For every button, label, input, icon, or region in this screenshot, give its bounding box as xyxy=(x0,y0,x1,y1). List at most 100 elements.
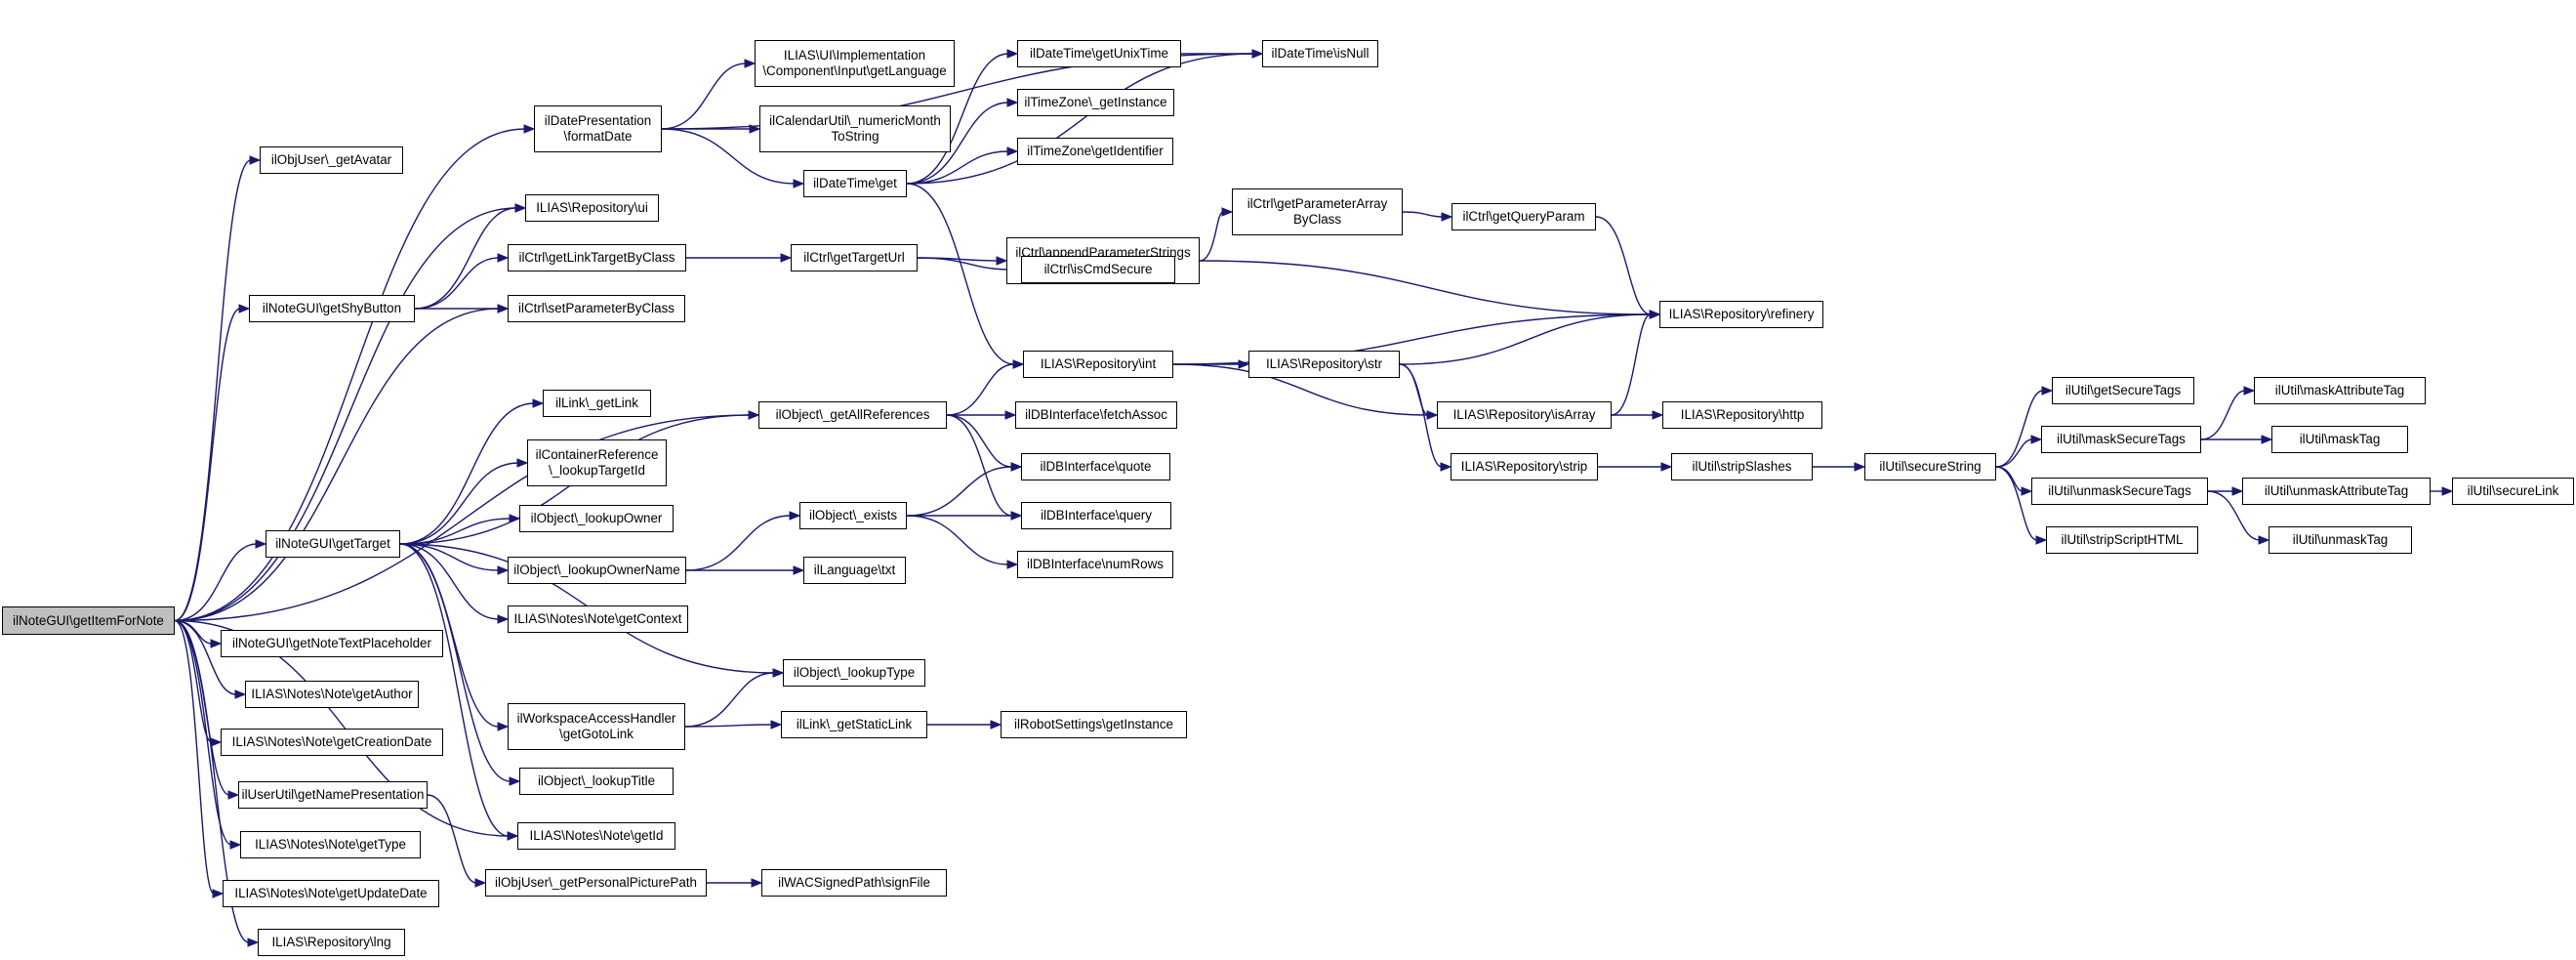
node-format-date[interactable]: ilDatePresentation \formatDate xyxy=(534,105,662,152)
node-get-all-refs[interactable]: ilObject\_getAllReferences xyxy=(758,401,947,429)
node-mask-secure-tags[interactable]: ilUtil\maskSecureTags xyxy=(2041,426,2201,453)
node-obj-exists[interactable]: ilObject\_exists xyxy=(799,502,907,529)
node-get-update-date[interactable]: ILIAS\Notes\Note\getUpdateDate xyxy=(223,880,439,907)
node-is-null[interactable]: ilDateTime\isNull xyxy=(1262,40,1378,67)
node-repo-ui[interactable]: ILIAS\Repository\ui xyxy=(525,194,659,222)
node-repo-strip[interactable]: ILIAS\Repository\strip xyxy=(1451,453,1598,480)
node-get-shy-button[interactable]: ilNoteGUI\getShyButton xyxy=(249,295,415,322)
edge-appendParams-to-refinery xyxy=(1199,260,1652,315)
node-lng-txt[interactable]: ilLanguage\txt xyxy=(803,557,906,584)
arrowhead xyxy=(247,938,260,947)
node-http[interactable]: ILIAS\Repository\http xyxy=(1662,401,1822,429)
node-query[interactable]: ilDBInterface\query xyxy=(1021,502,1171,529)
node-mask-attribute-tag[interactable]: ilUtil\maskAttributeTag xyxy=(2254,377,2426,404)
node-lookup-title[interactable]: ilObject\_lookupTitle xyxy=(519,768,674,795)
node-get-type[interactable]: ILIAS\Notes\Note\getType xyxy=(240,831,421,858)
edge-lookupOwnerName-to-objExists xyxy=(685,515,792,571)
node-get-language[interactable]: ILIAS\UI\Implementation \Component\Input… xyxy=(755,40,955,87)
arrowhead xyxy=(227,790,240,800)
arrowhead xyxy=(1006,49,1019,59)
node-get-placeholder[interactable]: ilNoteGUI\getNoteTextPlaceholder xyxy=(221,630,443,657)
edge-getTargetUrl-to-isCmdSecure xyxy=(917,257,1013,271)
arrowhead xyxy=(1006,560,1019,569)
node-root[interactable]: ilNoteGUI\getItemForNote xyxy=(2,606,175,635)
arrowhead xyxy=(255,539,267,549)
node-lookup-owner-name[interactable]: ilObject\_lookupOwnerName xyxy=(508,557,686,584)
arrowhead xyxy=(2041,386,2054,396)
node-get-unix-time[interactable]: ilDateTime\getUnixTime xyxy=(1017,40,1181,67)
edge-root-to-getAuthor xyxy=(174,619,237,695)
node-lng[interactable]: ILIAS\Repository\lng xyxy=(258,929,405,956)
node-strip-slashes[interactable]: ilUtil\stripSlashes xyxy=(1671,453,1813,480)
node-strip-script-html[interactable]: ilUtil\stripScriptHTML xyxy=(2046,526,2198,554)
edge-formatDate-to-dtGet xyxy=(661,128,796,185)
node-lookup-owner[interactable]: ilObject\_lookupOwner xyxy=(519,505,674,532)
arrowhead xyxy=(2021,486,2033,496)
arrowhead xyxy=(1660,462,1673,472)
node-lookup-target-id[interactable]: ilContainerReference \_lookupTargetId xyxy=(527,439,667,486)
arrowhead xyxy=(1426,410,1439,420)
node-get-picture-path[interactable]: ilObjUser\_getPersonalPicturePath xyxy=(485,869,707,897)
node-refinery[interactable]: ILIAS\Repository\refinery xyxy=(1659,301,1823,328)
node-secure-string[interactable]: ilUtil\secureString xyxy=(1864,453,1996,480)
node-robot-get-instance[interactable]: ilRobotSettings\getInstance xyxy=(1001,711,1187,738)
node-get-static-link[interactable]: ilLink\_getStaticLink xyxy=(781,711,927,738)
node-secure-link[interactable]: ilUtil\secureLink xyxy=(2452,478,2574,505)
node-unmask-secure-tags[interactable]: ilUtil\unmaskSecureTags xyxy=(2031,478,2208,505)
arrowhead xyxy=(780,253,793,263)
edge-root-to-repoUi xyxy=(174,207,517,622)
node-get-link-target[interactable]: ilCtrl\getLinkTargetByClass xyxy=(508,244,686,271)
arrowhead xyxy=(2035,535,2048,545)
node-num-rows[interactable]: ilDBInterface\numRows xyxy=(1017,551,1173,578)
node-get-author[interactable]: ILIAS\Notes\Note\getAuthor xyxy=(245,681,419,708)
edge-getTarget-to-getLink xyxy=(399,402,535,545)
edge-getAllRefs-to-repoInt xyxy=(946,363,1015,416)
arrowhead xyxy=(497,304,510,313)
node-get-param-array[interactable]: ilCtrl\getParameterArray ByClass xyxy=(1232,188,1403,235)
node-get-goto-link[interactable]: ilWorkspaceAccessHandler \getGotoLink xyxy=(508,703,685,750)
arrowhead xyxy=(523,124,536,134)
node-repo-str[interactable]: ILIAS\Repository\str xyxy=(1248,351,1400,378)
node-unmask-attribute-tag[interactable]: ilUtil\unmaskAttributeTag xyxy=(2242,478,2431,505)
edge-objExists-to-quote xyxy=(906,466,1013,517)
node-get-context[interactable]: ILIAS\Notes\Note\getContext xyxy=(508,605,688,633)
edge-getGotoLink-to-lookupType xyxy=(684,672,775,728)
edges-layer xyxy=(174,49,2454,947)
node-tz-get-instance[interactable]: ilTimeZone\_getInstance xyxy=(1017,89,1174,116)
node-is-array[interactable]: ILIAS\Repository\isArray xyxy=(1437,401,1612,429)
node-dt-get[interactable]: ilDateTime\get xyxy=(803,170,907,197)
node-quote[interactable]: ilDBInterface\quote xyxy=(1021,453,1170,480)
edge-root-to-getAvatar xyxy=(174,159,252,622)
node-get-query-param[interactable]: ilCtrl\getQueryParam xyxy=(1452,203,1596,230)
node-set-param[interactable]: ilCtrl\setParameterByClass xyxy=(508,295,685,322)
node-fetch-assoc[interactable]: ilDBInterface\fetchAssoc xyxy=(1015,401,1177,429)
arrowhead xyxy=(497,565,510,575)
node-get-secure-tags[interactable]: ilUtil\getSecureTags xyxy=(2052,377,2194,404)
node-lookup-type[interactable]: ilObject\_lookupType xyxy=(783,659,925,687)
edge-objExists-to-numRows xyxy=(906,515,1009,565)
edge-appendParams-to-getParamArray xyxy=(1199,211,1224,262)
node-is-cmd-secure[interactable]: ilCtrl\isCmdSecure xyxy=(1021,256,1175,283)
edge-secureString-to-stripScriptHTML xyxy=(1995,466,2038,541)
node-get-name-presentation[interactable]: ilUserUtil\getNamePresentation xyxy=(238,781,428,809)
node-get-id[interactable]: ILIAS\Notes\Note\getId xyxy=(517,822,675,850)
arrowhead xyxy=(793,565,805,575)
node-tz-get-identifier[interactable]: ilTimeZone\getIdentifier xyxy=(1017,138,1173,165)
node-unmask-tag[interactable]: ilUtil\unmaskTag xyxy=(2269,526,2412,554)
edge-repoStr-to-repoStrip xyxy=(1399,363,1443,468)
node-sign-file[interactable]: ilWACSignedPath\signFile xyxy=(761,869,947,897)
edge-root-to-setParam xyxy=(174,308,500,622)
node-get-target[interactable]: ilNoteGUI\getTarget xyxy=(266,530,400,558)
node-mask-tag[interactable]: ilUtil\maskTag xyxy=(2271,426,2408,453)
node-get-target-url[interactable]: ilCtrl\getTargetUrl xyxy=(791,244,918,271)
node-repo-int[interactable]: ILIAS\Repository\int xyxy=(1023,351,1173,378)
arrowhead xyxy=(229,840,242,850)
node-get-avatar[interactable]: ilObjUser\_getAvatar xyxy=(260,146,403,174)
node-get-link[interactable]: ilLink\_getLink xyxy=(543,390,651,417)
arrowhead xyxy=(744,59,756,68)
node-get-creation-date[interactable]: ILIAS\Notes\Note\getCreationDate xyxy=(221,729,443,756)
edge-getNamePresentation-to-getPicturePath xyxy=(427,794,477,884)
edge-dtGet-to-getUnixTime xyxy=(906,53,1009,185)
node-numeric-month[interactable]: ilCalendarUtil\_numericMonth ToString xyxy=(759,105,951,152)
